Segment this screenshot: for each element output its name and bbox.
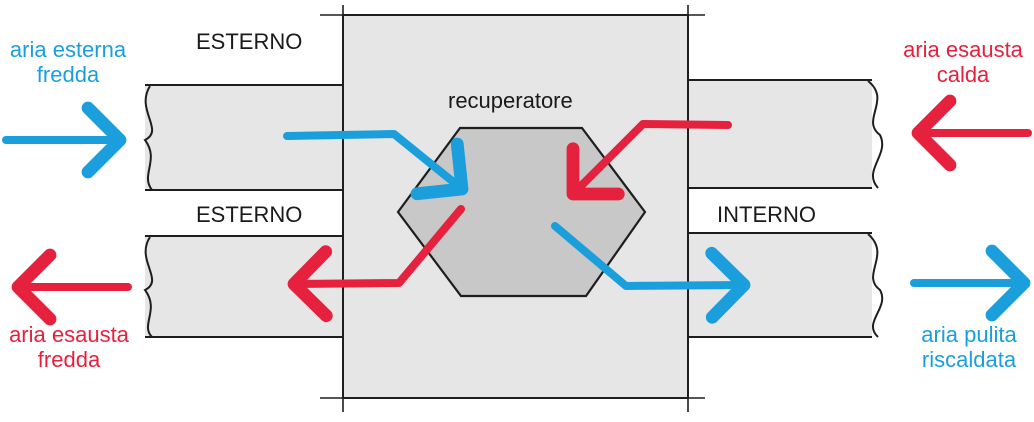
flow-cold-exhaust-out [287,205,465,323]
flow-cold-into-exchanger [283,130,469,201]
label-warm-exhaust-air-line2: calda [936,62,990,87]
label-exchanger: recuperatore [448,88,573,113]
label-inside: INTERNO [717,202,816,227]
flow-heated-supply-out [551,222,751,324]
label-cold-outdoor-air-line2: fredda [36,62,100,87]
label-outside-top: ESTERNO [196,29,303,54]
duct-left-top [143,84,343,191]
label-cold-exhaust-air-line2: fredda [37,347,101,372]
label-cold-outdoor-air-line1: aria esterna [9,37,127,62]
label-cold-exhaust-air-line1: aria esausta [9,322,129,347]
label-outside-bottom: ESTERNO [196,202,303,227]
flow-warm-into-exchanger [566,120,732,201]
duct-right-top [688,79,884,189]
label-warm-exhaust-air: aria esausta calda [893,37,1033,87]
label-heated-clean-air-line2: riscaldata [921,347,1017,372]
label-cold-outdoor-air: aria esterna fredda [0,37,136,87]
label-heated-clean-air-line1: aria pulita [921,322,1017,347]
label-cold-exhaust-air: aria esausta fredda [0,322,138,372]
label-warm-exhaust-air-line1: aria esausta [903,37,1023,62]
label-heated-clean-air: aria pulita riscaldata [905,322,1033,372]
